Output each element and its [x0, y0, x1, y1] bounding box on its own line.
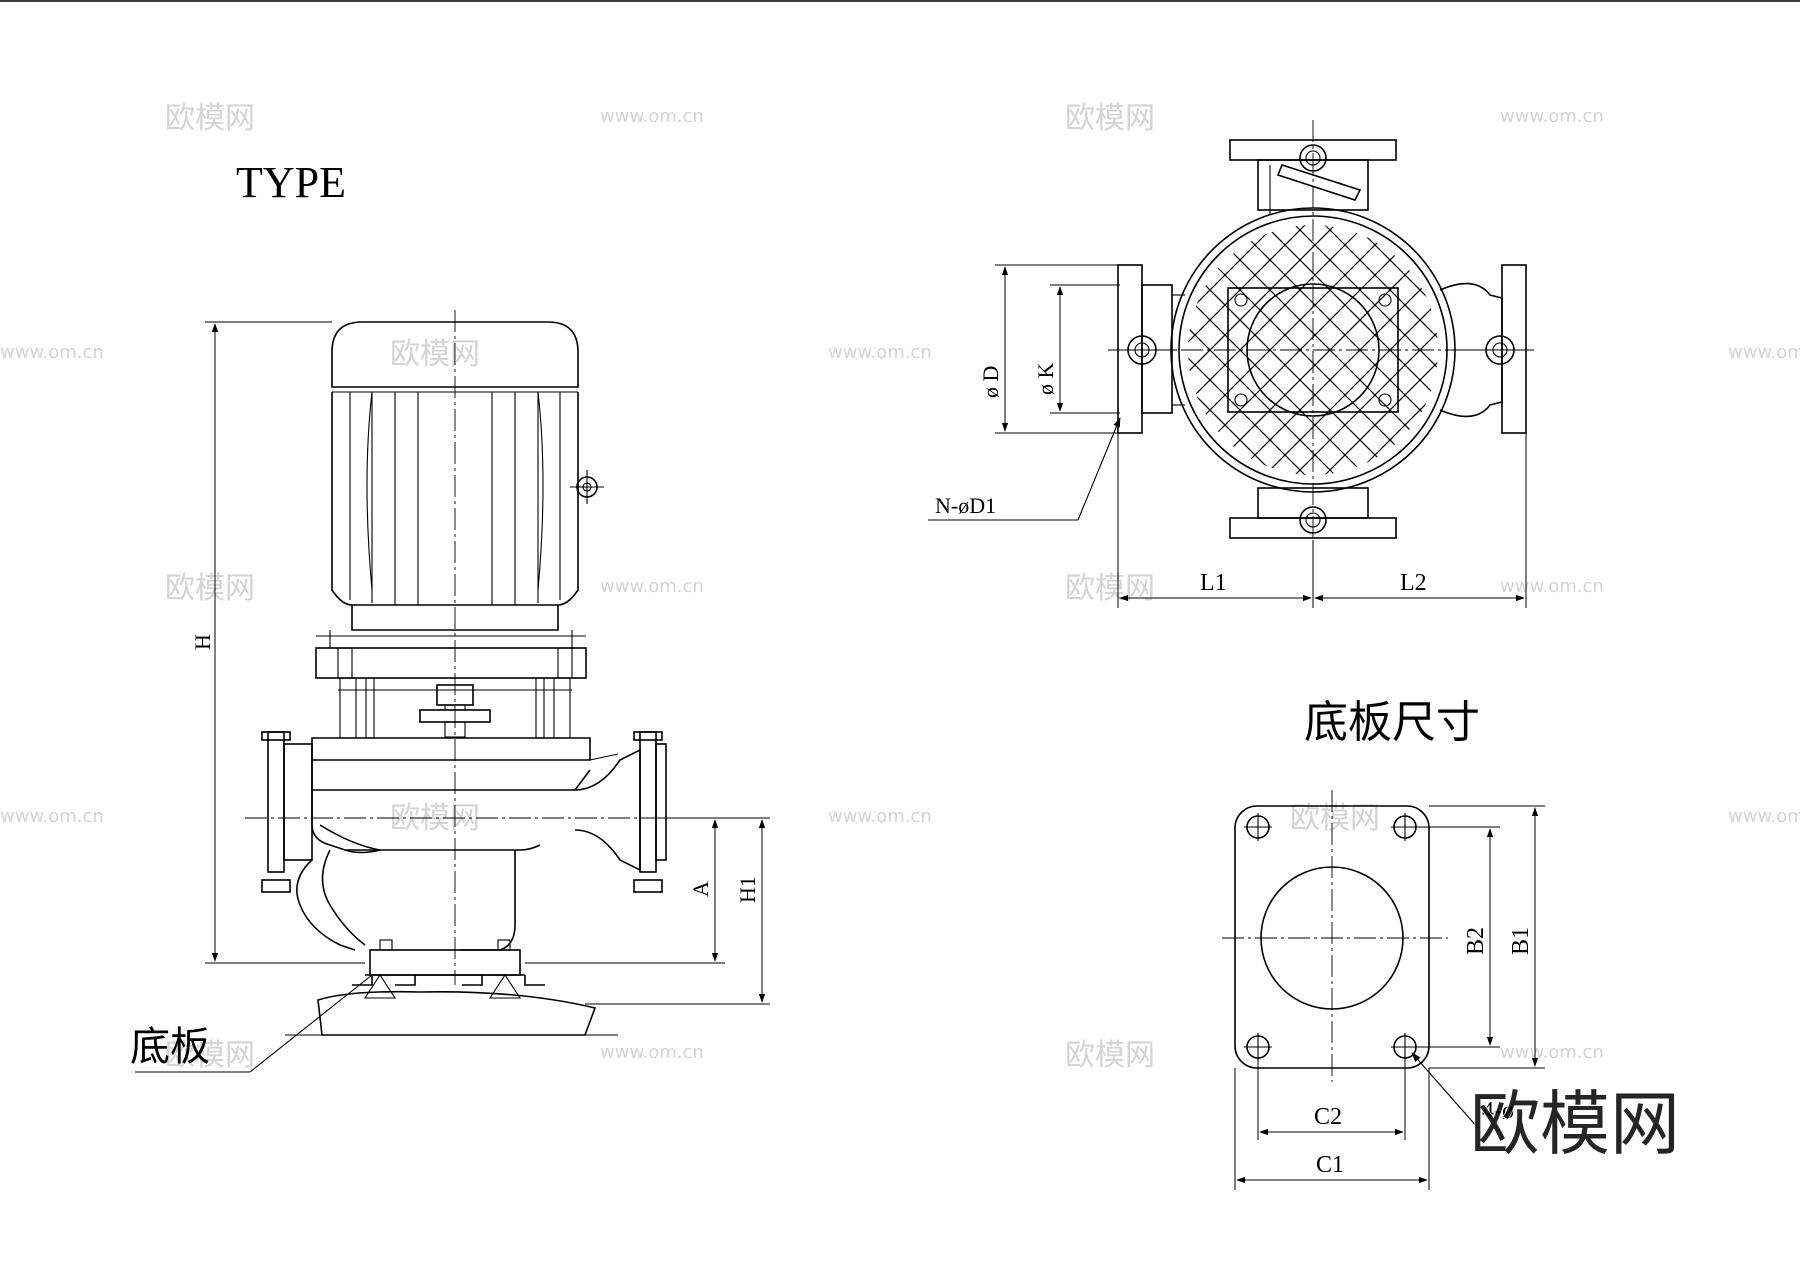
watermark-brand: 欧模网 [1065, 101, 1155, 136]
motor-fan-cover [331, 321, 579, 388]
pump-volute [311, 790, 541, 851]
watermark-brand: 欧模网 [165, 101, 255, 136]
motor-terminal-eye [570, 470, 604, 504]
motor-top-mesh [1188, 225, 1438, 475]
concrete-foundation [317, 990, 597, 1036]
dimension-D: ø D [978, 264, 1118, 434]
watermark-brand: 欧模网 [165, 571, 255, 606]
type-label: TYPE [236, 158, 346, 207]
watermark-brand: 欧模网 [390, 801, 480, 836]
outlet-nozzle [574, 748, 641, 872]
dimension-L: L1 L2 [1117, 433, 1527, 608]
dim-L2-label: L2 [1400, 570, 1427, 596]
dim-bolt-label: N-øD1 [935, 493, 996, 518]
dim-hole-label: 4-ø [1482, 1098, 1514, 1124]
pump-casing-head [311, 737, 591, 761]
outlet-flange [633, 731, 667, 893]
pump-top-view: ø D ø K N-øD1 L1 L2 [928, 120, 1534, 608]
watermark-brand: 欧模网 [1065, 571, 1155, 606]
dimension-H: H [190, 321, 365, 964]
watermark-url: www.om.cn [1500, 1042, 1604, 1063]
pump-foot [369, 949, 521, 976]
watermarks: 欧模网 www.om.cn 欧模网 www.om.cn 欧模网 www.om.c… [0, 101, 1800, 1073]
dimension-H1: H1 [585, 819, 770, 1005]
dimension-bolt-holes: N-øD1 [928, 417, 1121, 521]
watermark-brand: 欧模网 [1290, 801, 1380, 836]
dimension-C2: C2 [1257, 1058, 1406, 1140]
pump-front-view: TYPE [130, 158, 770, 1073]
watermark-url: www.om.cn [600, 576, 704, 597]
dim-K-label: ø K [1033, 363, 1058, 396]
brand-logo-watermark: 欧模网 [1470, 1083, 1680, 1165]
top-inlet-flange [1108, 264, 1185, 434]
watermark-url: www.om.cn [828, 342, 932, 363]
base-plate-view: 底板尺寸 B1 [1222, 697, 1681, 1190]
watermark-brand: 欧模网 [390, 337, 480, 372]
dimension-B2: B2 [1416, 826, 1500, 1048]
base-plate-leader: 底板 [130, 974, 373, 1073]
watermark-url: www.om.cn [0, 806, 104, 827]
watermark-brand: 欧模网 [165, 1038, 255, 1073]
dim-B2-label: B2 [1463, 927, 1489, 955]
watermark-url: www.om.cn [1728, 806, 1800, 827]
watermark-url: www.om.cn [1728, 342, 1800, 363]
dim-B1-label: B1 [1508, 927, 1534, 955]
dim-D-label: ø D [978, 366, 1003, 398]
base-plate-title: 底板尺寸 [1304, 697, 1480, 748]
inlet-flange [261, 731, 313, 893]
watermark-url: www.om.cn [1500, 106, 1604, 127]
motor-body [331, 392, 579, 606]
motor-flange [315, 647, 587, 679]
base-plate-bolt-holes [1244, 813, 1419, 1061]
shaft-coupling [419, 684, 491, 738]
dim-L1-label: L1 [1200, 570, 1227, 596]
watermark-url: www.om.cn [0, 342, 104, 363]
bottom-vertical-flange [1229, 487, 1397, 539]
motor-fins [349, 391, 561, 605]
watermark-url: www.om.cn [600, 106, 704, 127]
base-plate-label: 底板 [130, 1024, 210, 1070]
dimension-A: A [525, 817, 770, 964]
top-vertical-flange [1229, 139, 1397, 215]
dimension-C1: C1 [1234, 1068, 1430, 1190]
dim-C2-label: C2 [1314, 1104, 1342, 1130]
dimension-plate-holes: 4-ø [1411, 1052, 1514, 1129]
dim-A-label: A [688, 881, 713, 897]
dim-H-label: H [190, 634, 215, 650]
top-outlet-flange [1439, 264, 1534, 434]
watermark-url: www.om.cn [600, 1042, 704, 1063]
dim-C1-label: C1 [1316, 1152, 1344, 1178]
dimension-B1: B1 [1429, 805, 1545, 1069]
watermark-url: www.om.cn [1500, 576, 1604, 597]
pump-lower-body [296, 859, 356, 951]
watermark-brand: 欧模网 [1065, 1038, 1155, 1073]
watermark-url: www.om.cn [828, 806, 932, 827]
dimension-K: ø K [1033, 284, 1120, 414]
dim-H1-label: H1 [735, 876, 760, 903]
